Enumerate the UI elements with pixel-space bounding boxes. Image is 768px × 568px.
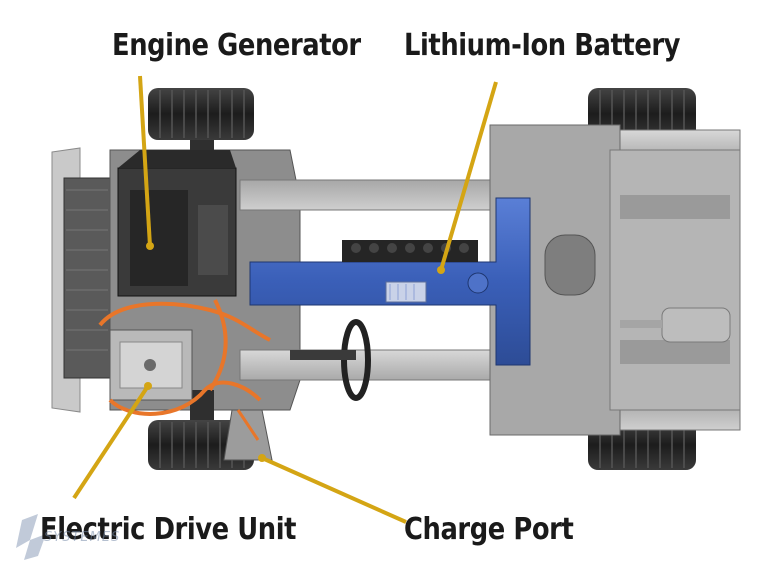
engine-generator-unit	[117, 150, 237, 297]
lithium-ion-battery-pack	[249, 197, 531, 366]
engine-generator-label: Engine Generator	[112, 28, 361, 63]
electric-drive-unit-label: Electric Drive Unit	[40, 512, 297, 547]
logo-watermark-text: SYSTEMES	[44, 530, 121, 545]
dassault-systemes-logo	[16, 514, 46, 560]
electric-drive-unit-body	[109, 329, 193, 401]
lithium-ion-battery-label: Lithium-Ion Battery	[404, 28, 681, 63]
leader-line-engine-generator	[138, 75, 152, 247]
leader-dot-edu	[144, 382, 152, 390]
tire-front-left	[148, 88, 254, 140]
leader-lines	[72, 75, 498, 524]
charge-port-label: Charge Port	[404, 512, 574, 547]
leader-line-charge-port	[261, 456, 407, 524]
battery-cooling-ridge	[342, 240, 478, 262]
front-bumper	[51, 147, 111, 413]
leader-line-battery	[439, 81, 498, 271]
charge-port-bracket	[223, 409, 273, 461]
steering-wheel	[290, 319, 371, 401]
leader-dot-charge	[258, 454, 266, 462]
leader-line-electric-drive-unit	[72, 384, 150, 500]
muffler	[620, 307, 731, 343]
leader-dot-engine	[146, 242, 154, 250]
leader-dot-battery	[437, 266, 445, 274]
